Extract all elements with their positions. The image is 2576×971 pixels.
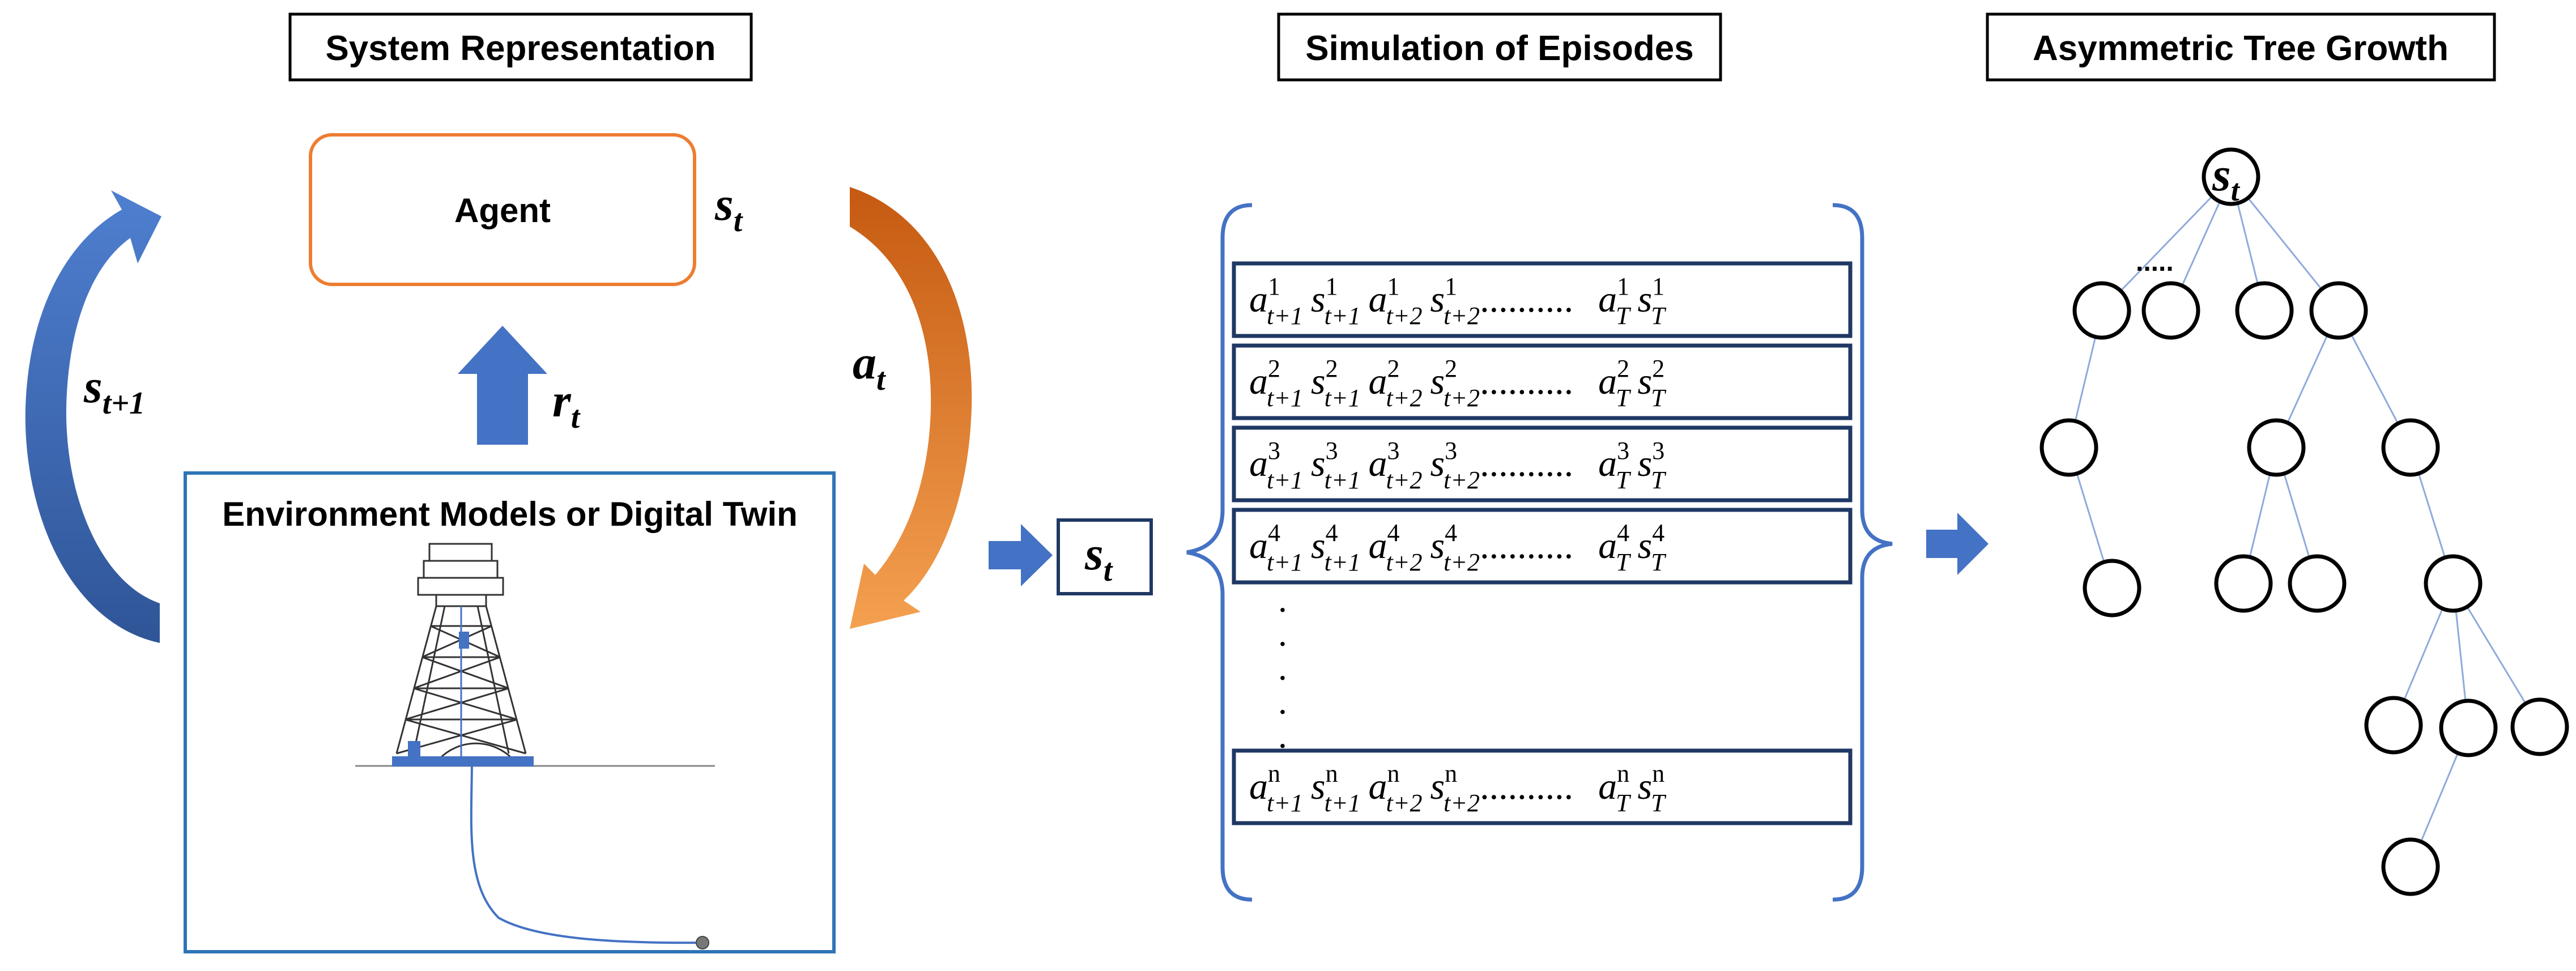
input-state-label: st bbox=[1084, 527, 1113, 588]
tree-node bbox=[2381, 418, 2440, 477]
tree-node bbox=[2039, 418, 2098, 477]
ellipsis-dot: · bbox=[1278, 692, 1287, 732]
tree-root-node: st bbox=[2202, 147, 2260, 207]
right-brace bbox=[1832, 203, 1893, 902]
tree-node bbox=[2510, 697, 2569, 756]
episode-row: a3t+1​s3t+1​a3t+2​s3t+2​..........a3T​s3… bbox=[1232, 425, 1853, 502]
episode-row: ant+1​snt+1​ant+2​snt+2​..........anT​sn… bbox=[1232, 748, 1853, 825]
episode-row-frame bbox=[1232, 508, 1853, 585]
next-state-label: st+1 bbox=[83, 360, 145, 421]
traveling-block-icon bbox=[459, 632, 469, 649]
action-arrow bbox=[850, 187, 972, 629]
to-tree-arrow bbox=[1926, 513, 1989, 575]
header-simulation-of-episodes: Simulation of Episodes bbox=[1277, 12, 1722, 82]
rig-platform-icon bbox=[392, 756, 534, 766]
rig-equipment-icon bbox=[408, 741, 420, 757]
next-state-arrow bbox=[25, 190, 161, 643]
tree-node bbox=[2439, 699, 2498, 757]
tree-node bbox=[2083, 559, 2141, 617]
tree-node bbox=[2288, 554, 2347, 613]
episode-sequence: a2t+1​s2t+1​a2t+2​s2t+2​..........a2T​s2… bbox=[1249, 355, 1667, 412]
agent-box: Agent bbox=[309, 133, 696, 286]
tree-node bbox=[2309, 281, 2368, 340]
tree-dots: ..... bbox=[2136, 247, 2174, 277]
tree-node bbox=[2364, 696, 2423, 755]
ellipsis-dot: · bbox=[1278, 590, 1287, 630]
tree-node bbox=[2235, 281, 2294, 340]
header-simulation-of-episodes-label: Simulation of Episodes bbox=[1305, 29, 1694, 68]
reward-arrow bbox=[458, 326, 547, 445]
episode-row: a1t+1​s1t+1​a1t+2​s1t+2​..........a1T​s1… bbox=[1232, 261, 1853, 338]
input-state-box: st bbox=[1057, 518, 1153, 595]
episode-row: a2t+1​s2t+1​a2t+2​s2t+2​..........a2T​s2… bbox=[1232, 343, 1853, 420]
agent-label: Agent bbox=[454, 191, 551, 229]
episode-row-frame bbox=[1232, 343, 1853, 420]
episode-sequence: a3t+1​s3t+1​a3t+2​s3t+2​..........a3T​s3… bbox=[1249, 437, 1667, 494]
ellipsis-dot: · bbox=[1278, 624, 1287, 664]
tree-node bbox=[2141, 281, 2200, 340]
header-system-representation-label: System Representation bbox=[325, 29, 716, 68]
drill-bit-icon bbox=[696, 936, 709, 949]
episode-row-frame bbox=[1232, 425, 1853, 502]
reward-label: rt bbox=[552, 374, 581, 435]
episode-row-frame bbox=[1232, 748, 1853, 825]
tree-nodes bbox=[2039, 281, 2569, 896]
tree-node bbox=[2214, 554, 2273, 613]
to-simulation-arrow bbox=[989, 524, 1053, 586]
episode-sequence: a1t+1​s1t+1​a1t+2​s1t+2​..........a1T​s1… bbox=[1249, 272, 1667, 330]
episode-row: a4t+1​s4t+1​a4t+2​s4t+2​..........a4T​s4… bbox=[1232, 508, 1853, 585]
state-label: st bbox=[714, 178, 743, 239]
episode-sequence: ant+1​snt+1​ant+2​snt+2​..........anT​sn… bbox=[1249, 760, 1667, 817]
tree-edge bbox=[2101, 176, 2232, 312]
left-brace bbox=[1186, 203, 1253, 902]
episode-list: a1t+1​s1t+1​a1t+2​s1t+2​..........a1T​s1… bbox=[1232, 261, 1853, 825]
tree-root-label: st bbox=[2212, 148, 2241, 207]
environment-label: Environment Models or Digital Twin bbox=[222, 495, 798, 533]
ellipsis-dot: · bbox=[1278, 658, 1287, 698]
environment-box: Environment Models or Digital Twin bbox=[184, 471, 836, 953]
action-label: at bbox=[853, 337, 886, 397]
tree-edges bbox=[2068, 176, 2541, 867]
episode-row-frame bbox=[1232, 261, 1853, 338]
tree-node bbox=[2381, 837, 2440, 896]
header-asymmetric-tree-growth-label: Asymmetric Tree Growth bbox=[2033, 29, 2449, 68]
vertical-ellipsis: · · · · · bbox=[1278, 590, 1287, 766]
ellipsis-dot: · bbox=[1278, 726, 1287, 766]
episode-sequence: a4t+1​s4t+1​a4t+2​s4t+2​..........a4T​s4… bbox=[1249, 519, 1667, 576]
tree-node bbox=[2072, 281, 2131, 340]
header-asymmetric-tree-growth: Asymmetric Tree Growth bbox=[1986, 12, 2496, 82]
tree-node bbox=[2247, 418, 2306, 477]
header-system-representation: System Representation bbox=[288, 12, 753, 82]
tree-node bbox=[2424, 554, 2483, 613]
